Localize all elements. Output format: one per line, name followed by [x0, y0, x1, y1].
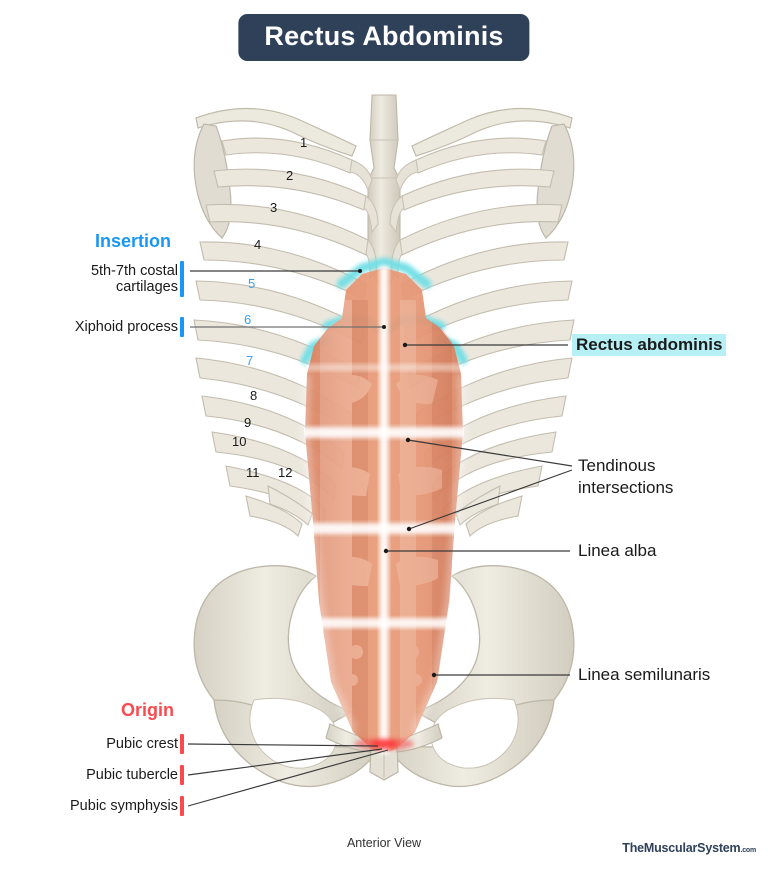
label-costal-cartilages-line1: 5th-7th costal [90, 263, 178, 279]
label-linea-alba: Linea alba [578, 541, 657, 560]
label-tendinous-intersections: Tendinous intersections [578, 455, 673, 499]
svg-text:6: 6 [244, 312, 251, 327]
svg-text:4: 4 [254, 237, 261, 252]
label-linea-semilunaris: Linea semilunaris [578, 665, 711, 684]
insertion-marker-xiphoid-process [180, 317, 184, 337]
origin-marker-pubic-symphysis [180, 796, 184, 816]
svg-text:10: 10 [232, 434, 246, 449]
svg-text:5: 5 [248, 276, 255, 291]
origin-marker-pubic-crest [180, 734, 184, 754]
rectus-abdominis-muscle [300, 257, 468, 754]
svg-text:8: 8 [250, 388, 257, 403]
svg-text:9: 9 [244, 415, 251, 430]
insertion-heading: Insertion [95, 231, 172, 251]
origin-heading: Origin [121, 700, 174, 720]
leader-lines [187, 269, 573, 807]
ribcage [193, 94, 575, 538]
pelvis [193, 565, 575, 788]
label-tendinous-intersections-line1: Tendinous [578, 456, 656, 475]
svg-text:7: 7 [246, 353, 253, 368]
rib-number-labels: 1 2 3 4 5 6 7 8 9 10 11 12 [232, 135, 307, 480]
watermark: TheMuscularSystem.com [622, 841, 756, 855]
watermark-brand: TheMuscularSystem [622, 841, 741, 855]
origin-marker-pubic-tubercle [180, 765, 184, 785]
insertion-marker-costal-cartilages [180, 261, 184, 297]
svg-text:11: 11 [246, 465, 260, 480]
label-costal-cartilages: 5th-7th costal cartilages [0, 263, 178, 295]
svg-text:12: 12 [278, 465, 292, 480]
label-pubic-symphysis: Pubic symphysis [70, 798, 178, 814]
svg-text:1: 1 [300, 135, 307, 150]
label-xiphoid-process: Xiphoid process [0, 319, 178, 335]
label-xiphoid-process-line1: Xiphoid process [74, 319, 178, 335]
svg-text:2: 2 [286, 168, 293, 183]
view-caption: Anterior View [346, 836, 422, 850]
label-pubic-tubercle: Pubic tubercle [86, 767, 178, 783]
label-tendinous-intersections-line2: intersections [578, 478, 674, 497]
label-pubic-crest: Pubic crest [106, 736, 178, 752]
label-costal-cartilages-line2: cartilages [115, 279, 178, 295]
label-rectus-abdominis-text: Rectus abdominis [572, 334, 727, 356]
label-rectus-abdominis: Rectus abdominis [572, 334, 727, 356]
watermark-domain: .com [740, 847, 756, 854]
svg-text:3: 3 [270, 200, 277, 215]
linea-alba-stripe [379, 266, 389, 754]
page-title: Rectus Abdominis [238, 14, 530, 61]
